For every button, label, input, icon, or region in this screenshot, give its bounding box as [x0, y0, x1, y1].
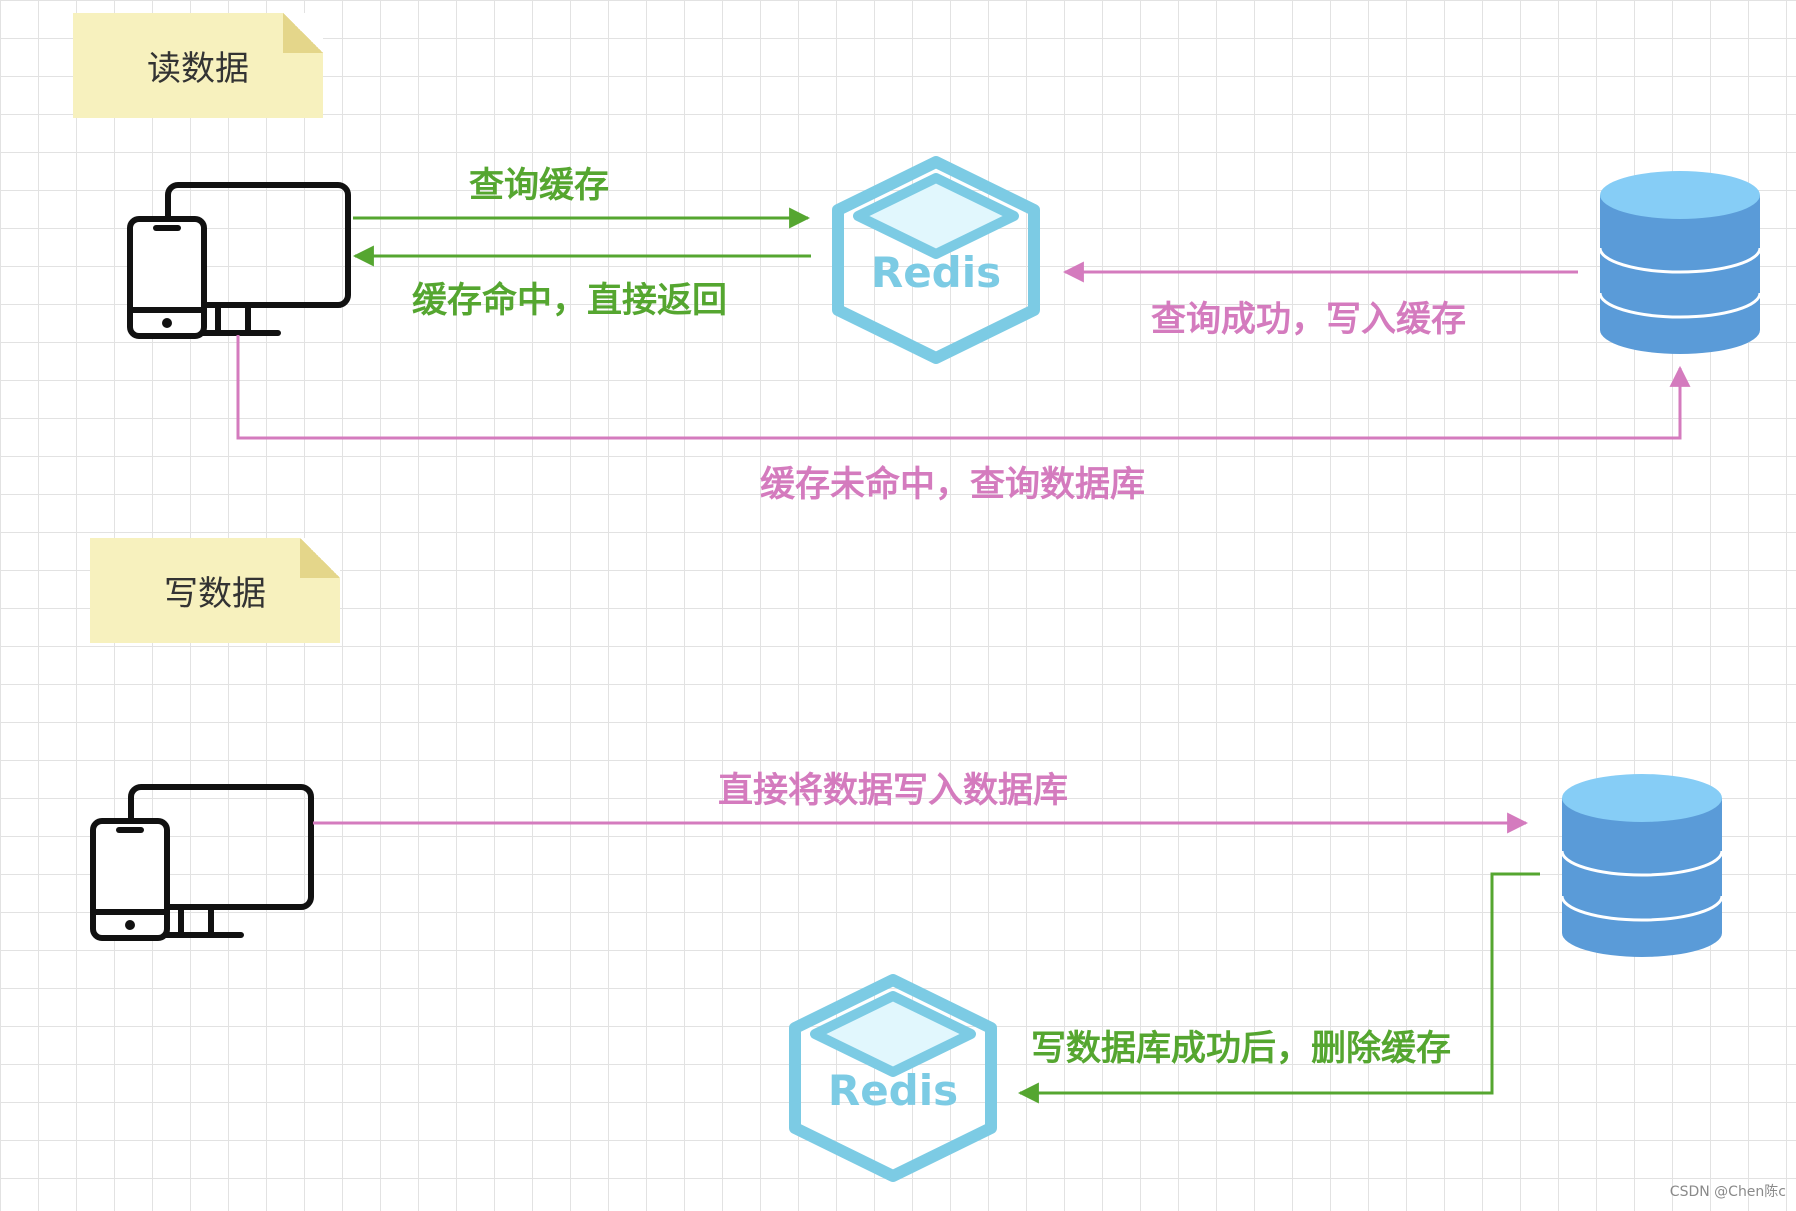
label-cache-hit-return: 缓存命中，直接返回: [412, 281, 728, 321]
arrow-delete-cache: [1017, 872, 1540, 1104]
note-fold: [300, 538, 340, 578]
label-delete-cache-after-write: 写数据库成功后，删除缓存: [1031, 1029, 1452, 1069]
database-icon: [1560, 774, 1724, 957]
redis-icon: Redis: [789, 974, 997, 1182]
redis-icon: Redis: [832, 156, 1040, 364]
read-data-note: 读数据: [73, 13, 323, 118]
write-data-note: 写数据: [90, 538, 340, 643]
label-write-db-directly: 直接将数据写入数据库: [718, 771, 1069, 811]
label-cache-miss-query-db: 缓存未命中，查询数据库: [760, 465, 1146, 505]
write-data-note-label: 写数据: [164, 574, 266, 614]
redis-logo-text: Redis: [871, 248, 1001, 297]
note-fold: [283, 13, 323, 53]
client-device-icon: [127, 182, 351, 339]
arrow-cache-miss-query-db: [236, 335, 1691, 440]
redis-logo-text: Redis: [828, 1066, 958, 1115]
label-query-success-write-cache: 查询成功，写入缓存: [1151, 300, 1467, 340]
database-icon: [1598, 171, 1762, 354]
read-data-note-label: 读数据: [147, 49, 249, 89]
client-device-icon: [90, 784, 314, 941]
watermark: CSDN @Chen陈c: [1669, 1184, 1786, 1200]
label-query-cache: 查询缓存: [469, 166, 610, 206]
